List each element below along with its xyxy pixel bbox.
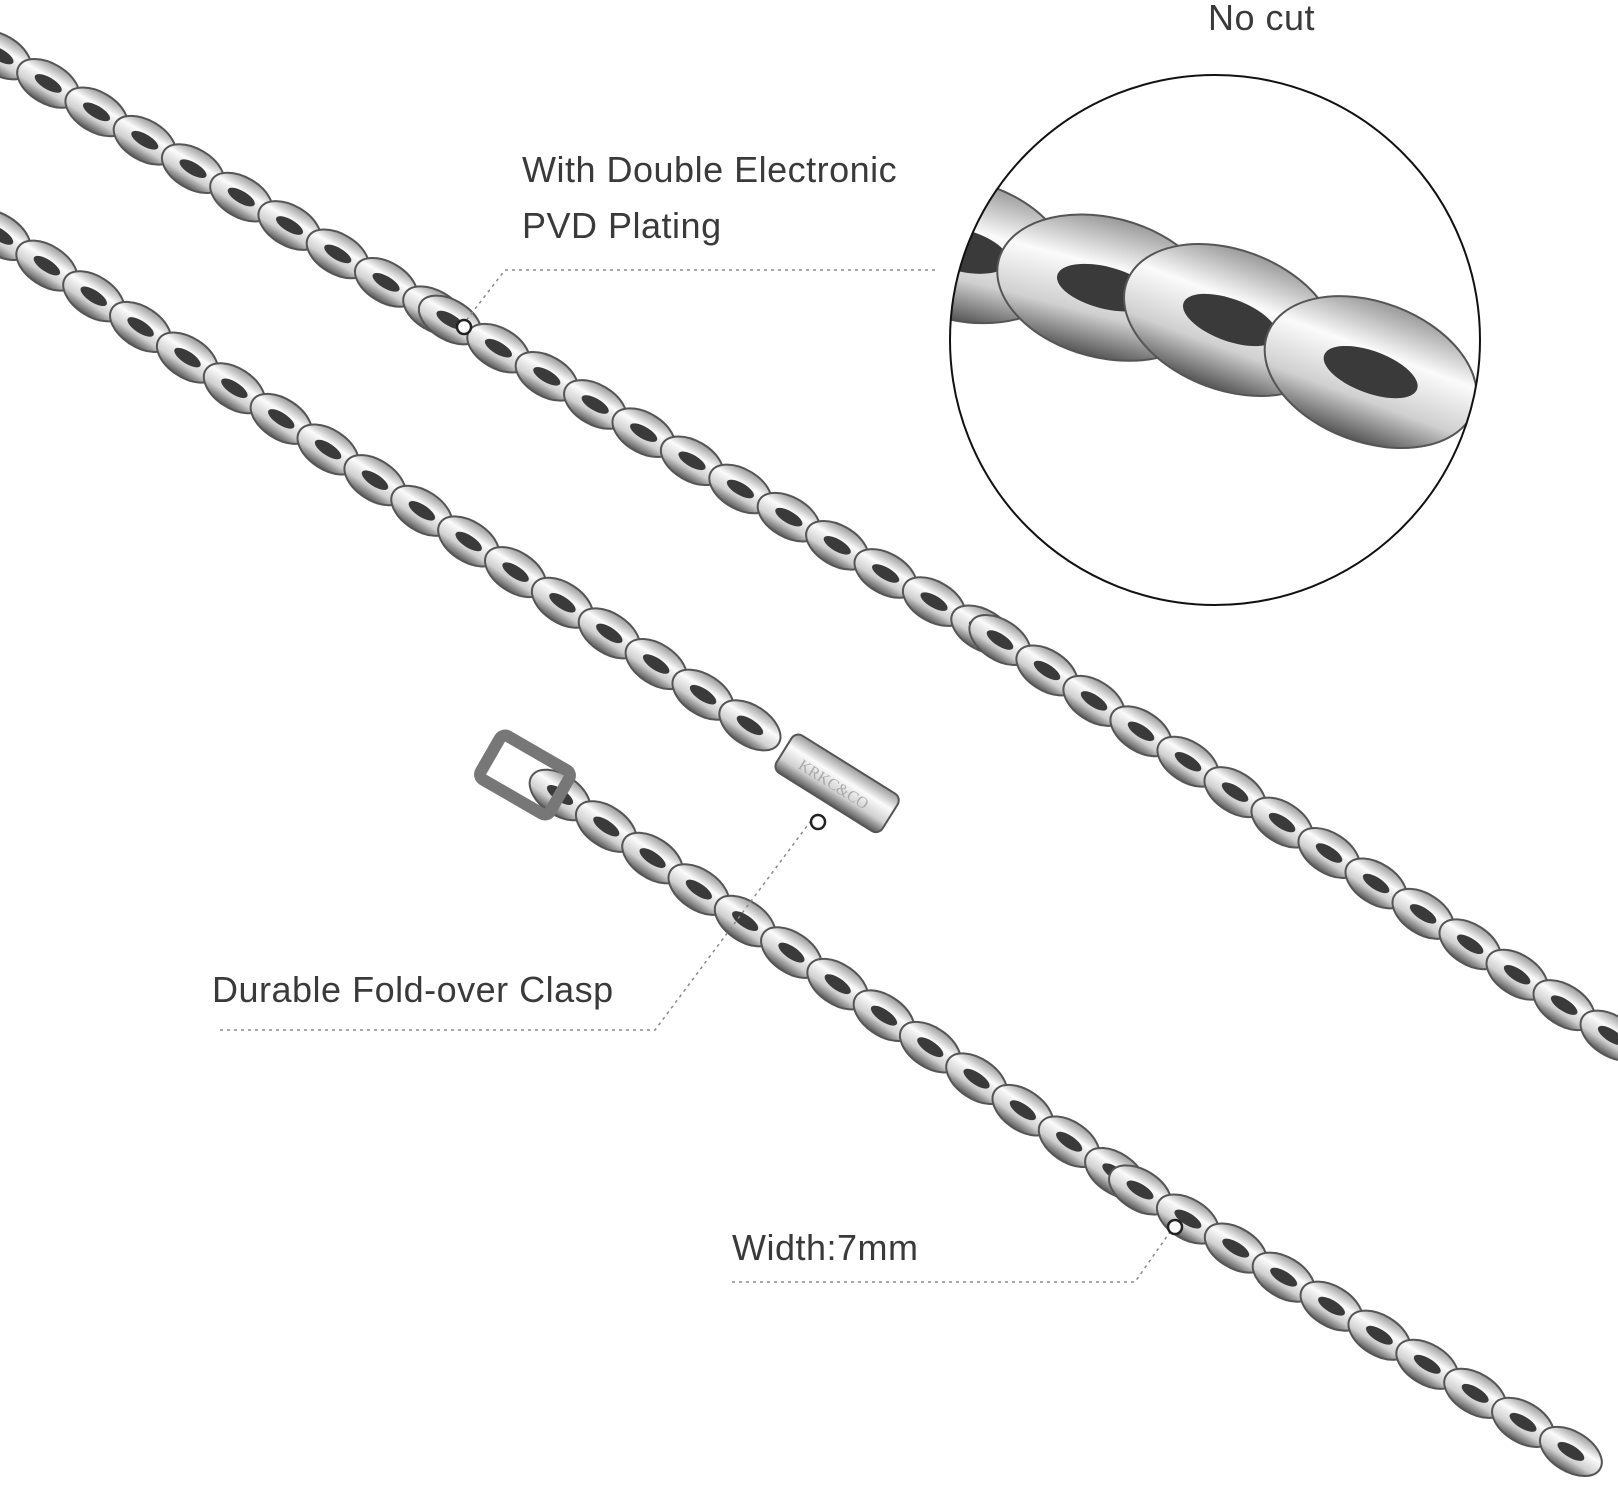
- chain-link-hole: [986, 630, 1014, 650]
- chain-link-hole: [823, 536, 851, 555]
- chain-link-hole: [1461, 1383, 1489, 1403]
- chain-link-hole: [1270, 1267, 1298, 1287]
- callout-lines: [220, 269, 1171, 1283]
- chain-link-hole: [1318, 1296, 1345, 1316]
- chain-link-hole: [227, 187, 255, 207]
- chain-link-hole: [1127, 721, 1155, 742]
- chain-link-hole: [1033, 660, 1061, 681]
- chain-link-hole: [1183, 293, 1277, 347]
- chain-link-hole: [824, 974, 851, 995]
- chain-link-hole: [1456, 934, 1484, 955]
- chain-link-hole: [268, 409, 295, 429]
- chain-link-hole: [502, 562, 529, 582]
- chain-link-hole: [778, 942, 805, 963]
- chain-link-hole: [1221, 782, 1249, 802]
- chain-link-hole: [1365, 1325, 1393, 1345]
- chain-link-hole: [484, 338, 512, 358]
- plating-label-line2: PVD Plating: [522, 205, 722, 246]
- chain-link-hole: [275, 216, 304, 235]
- chain-link-hole: [1268, 812, 1296, 833]
- chain-link-hole: [455, 531, 482, 552]
- width-label: Width:7mm: [732, 1227, 919, 1268]
- chain-link-hole: [0, 225, 14, 245]
- chain-link-hole: [581, 395, 609, 414]
- chain-link-hole: [963, 1068, 990, 1089]
- chain-link-hole: [408, 501, 436, 521]
- chain-link-hole: [630, 423, 658, 442]
- no-cut-label: No cut: [1208, 0, 1316, 38]
- chain-link-hole: [639, 848, 666, 868]
- chain-link-hole: [1056, 1131, 1083, 1152]
- chain-link-hole: [596, 623, 623, 644]
- chain-link-hole: [1222, 1238, 1250, 1258]
- clasp-label: Durable Fold-over Clasp: [212, 969, 614, 1010]
- chain-link-hole: [0, 45, 14, 65]
- chain-link-hole: [1080, 691, 1108, 711]
- chain-link-hole: [1315, 843, 1343, 863]
- chain-link-hole: [1009, 1100, 1036, 1121]
- chain-link-hole: [1126, 1180, 1154, 1200]
- chain-link-hole: [917, 1037, 944, 1058]
- chain-link-hole: [131, 130, 159, 150]
- chain-link-hole: [221, 378, 248, 398]
- chain-link-hole: [1557, 1441, 1585, 1461]
- chain-link-hole: [1413, 1354, 1441, 1374]
- chains: [0, 29, 1618, 1477]
- callout-dots: [455, 318, 1184, 1236]
- chain-link-hole: [775, 507, 803, 527]
- chain-link-hole: [533, 367, 561, 386]
- chain-link-hole: [1509, 1412, 1537, 1432]
- chain-link-hole: [80, 286, 107, 307]
- chain-link-hole: [1362, 873, 1390, 894]
- chain-link-hole: [549, 592, 576, 613]
- chain-link-hole: [920, 592, 948, 611]
- chain-link-hole: [870, 1005, 898, 1026]
- chain-link-hole: [726, 479, 754, 499]
- chain-link-hole: [689, 684, 717, 705]
- chain-link-hole: [1409, 904, 1437, 924]
- chain-link-hole: [361, 470, 389, 490]
- chain-link-hole: [1174, 1209, 1202, 1229]
- chain-link-hole: [685, 879, 712, 900]
- chain-link-hole: [314, 439, 342, 460]
- chain-link-hole: [34, 74, 62, 93]
- chain-link-hole: [33, 255, 61, 276]
- chain-link-hole: [736, 715, 764, 736]
- chain-link-hole: [174, 347, 201, 368]
- chain-link-hole: [642, 654, 670, 674]
- chain-link-hole: [372, 273, 400, 292]
- chain-link-hole: [82, 102, 111, 122]
- chain-link-hole: [1323, 345, 1418, 399]
- chain-link-hole: [732, 911, 759, 932]
- chain-link-hole: [1550, 995, 1578, 1015]
- chain-link-hole: [1503, 964, 1531, 985]
- chain-link-hole: [127, 317, 154, 337]
- chain-link-hole: [593, 816, 620, 837]
- chain-link-hole: [1174, 751, 1202, 772]
- chain-link-hole: [872, 564, 900, 583]
- chain-link-hole: [324, 244, 352, 264]
- zoom-detail: [949, 74, 1481, 606]
- plating-label-line1: With Double Electronic: [522, 149, 898, 190]
- chain-link-hole: [179, 159, 207, 178]
- chain-link-hole: [678, 451, 706, 471]
